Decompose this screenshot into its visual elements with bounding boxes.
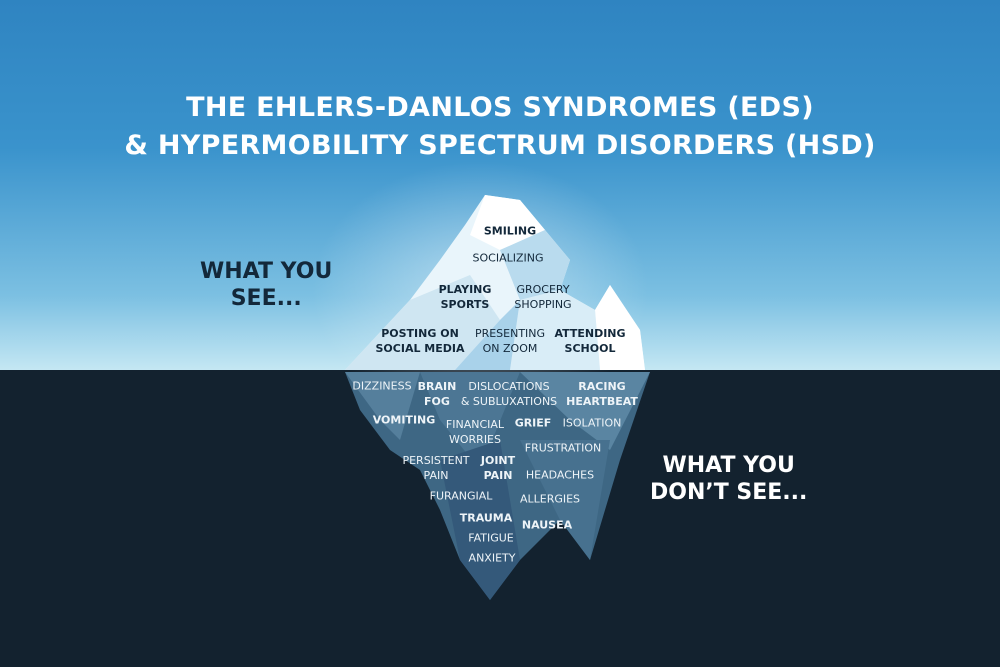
label-item: FRUSTRATION bbox=[524, 441, 602, 455]
label-item: VOMITING bbox=[372, 413, 436, 427]
label-item: PLAYING SPORTS bbox=[438, 283, 492, 311]
what-you-see-heading: WHAT YOU SEE... bbox=[200, 258, 332, 312]
label-item: POSTING ON SOCIAL MEDIA bbox=[375, 327, 465, 355]
label-item: GRIEF bbox=[514, 416, 552, 430]
label-item: TRAUMA bbox=[459, 511, 513, 525]
label-item: RACING HEARTBEAT bbox=[566, 380, 638, 408]
what-you-dont-see-line-1: WHAT YOU bbox=[662, 453, 795, 478]
label-item: ANXIETY bbox=[468, 551, 516, 565]
label-item: SMILING bbox=[483, 224, 537, 238]
label-item: BRAIN FOG bbox=[417, 380, 457, 408]
label-item: ISOLATION bbox=[562, 416, 622, 430]
label-item: GROCERY SHOPPING bbox=[514, 283, 572, 311]
what-you-see-line-2: SEE... bbox=[230, 286, 302, 311]
label-item: ALLERGIES bbox=[519, 492, 581, 506]
label-item: ATTENDING SCHOOL bbox=[554, 327, 626, 355]
label-item: DISLOCATIONS & SUBLUXATIONS bbox=[460, 380, 558, 408]
label-item: JOINT PAIN bbox=[480, 454, 516, 482]
what-you-dont-see-line-2: DON’T SEE... bbox=[650, 480, 808, 505]
label-item: FATIGUE bbox=[468, 531, 514, 545]
label-item: NAUSEA bbox=[521, 518, 573, 532]
label-item: HEADACHES bbox=[525, 468, 595, 482]
title-line-2: & HYPERMOBILITY SPECTRUM DISORDERS (HSD) bbox=[124, 130, 876, 161]
label-item: PERSISTENT PAIN bbox=[402, 454, 470, 482]
label-item: FURANGIAL bbox=[429, 489, 493, 503]
what-you-see-line-1: WHAT YOU bbox=[200, 259, 333, 284]
label-item: FINANCIAL WORRIES bbox=[445, 418, 505, 446]
label-item: PRESENTING ON ZOOM bbox=[474, 327, 546, 355]
label-item: SOCIALIZING bbox=[472, 251, 544, 265]
iceberg-bottom bbox=[345, 372, 650, 600]
label-item: DIZZINESS bbox=[352, 379, 412, 393]
what-you-dont-see-heading: WHAT YOU DON’T SEE... bbox=[650, 452, 807, 506]
iceberg-top bbox=[345, 195, 645, 370]
title-line-1: THE EHLERS-DANLOS SYNDROMES (EDS) bbox=[186, 92, 814, 123]
